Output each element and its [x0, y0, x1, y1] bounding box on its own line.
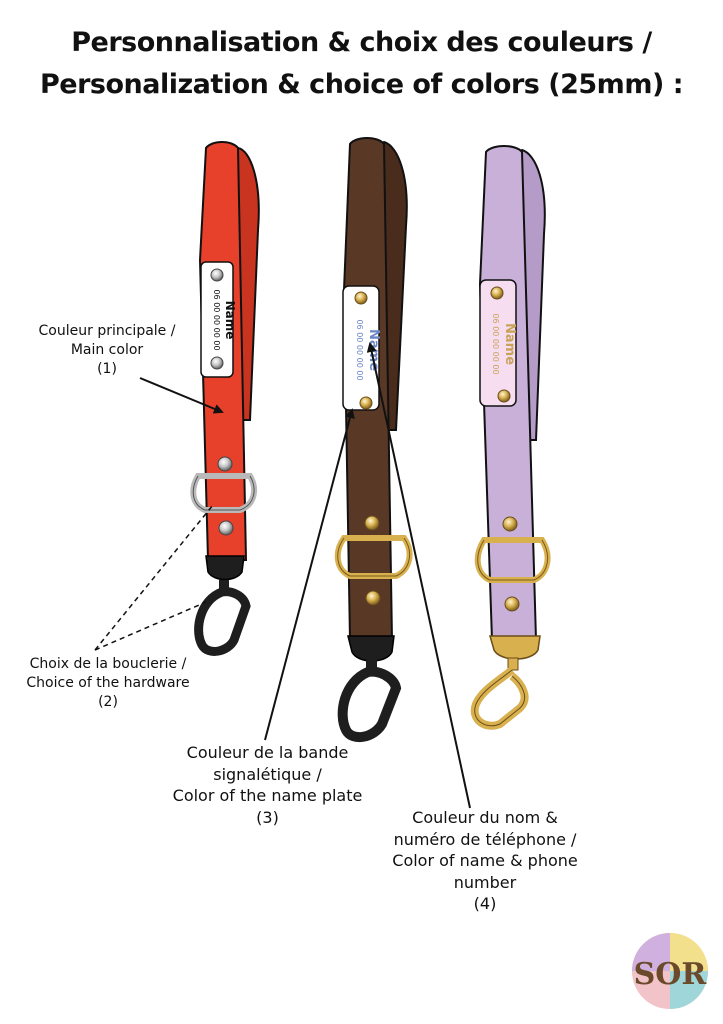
plate-name-lilac: Name	[502, 323, 517, 365]
leash-brown: Name 06 00 00 00 00	[334, 137, 413, 743]
plate-phone-red: 06 00 00 00 00	[212, 289, 221, 350]
leash-lilac: Name 06 00 00 00 00	[470, 145, 551, 730]
label-main-color: Couleur principale / Main color (1)	[38, 323, 176, 377]
label-name-plate: Couleur de la bande signalétique / Color…	[172, 743, 363, 827]
pointer-name-plate	[264, 408, 355, 741]
carabiner-black	[337, 666, 402, 743]
plate-phone-lilac: 06 00 00 00 00	[491, 313, 500, 374]
carabiner-black	[194, 587, 251, 656]
rivet	[504, 596, 520, 612]
pointer-name-color	[366, 342, 471, 809]
pointer-hardware-ring	[94, 504, 214, 651]
plate-phone-brown: 06 00 00 00 00	[355, 319, 364, 380]
rivet	[502, 516, 518, 532]
page-title: Personnalisation & choix des couleurs / …	[0, 22, 723, 106]
rivet	[217, 456, 233, 472]
rivet	[365, 590, 381, 606]
pointer-main-color	[139, 377, 224, 414]
red-name-plate	[200, 261, 234, 378]
title-line-en: Personalization & choice of colors (25mm…	[39, 69, 684, 100]
swivel-gold	[489, 635, 541, 660]
rivet	[497, 389, 511, 403]
brown-name-plate	[342, 285, 380, 411]
rivet	[490, 286, 504, 300]
pointer-hardware-clasp	[94, 601, 207, 651]
label-hardware: Choix de la bouclerie / Choice of the ha…	[26, 656, 190, 710]
swivel-black	[205, 555, 245, 581]
annotation-pointers	[94, 342, 471, 809]
leash-red: Name 06 00 00 00 00	[190, 141, 260, 656]
plate-name-red: Name	[223, 301, 237, 340]
snap-hook-gold	[470, 666, 529, 730]
lilac-name-plate	[479, 279, 517, 407]
rivet	[218, 520, 234, 536]
rivet	[210, 268, 224, 282]
swivel-black	[347, 635, 395, 662]
logo-text: SOR	[634, 957, 708, 992]
brand-logo: SOR	[632, 933, 708, 1009]
rivet	[354, 291, 368, 305]
rivet	[364, 515, 380, 531]
label-name-phone-color: Couleur du nom & numéro de téléphone / C…	[392, 808, 578, 914]
title-line-fr: Personnalisation & choix des couleurs /	[71, 27, 652, 58]
rivet	[359, 396, 373, 410]
rivet	[210, 356, 224, 370]
